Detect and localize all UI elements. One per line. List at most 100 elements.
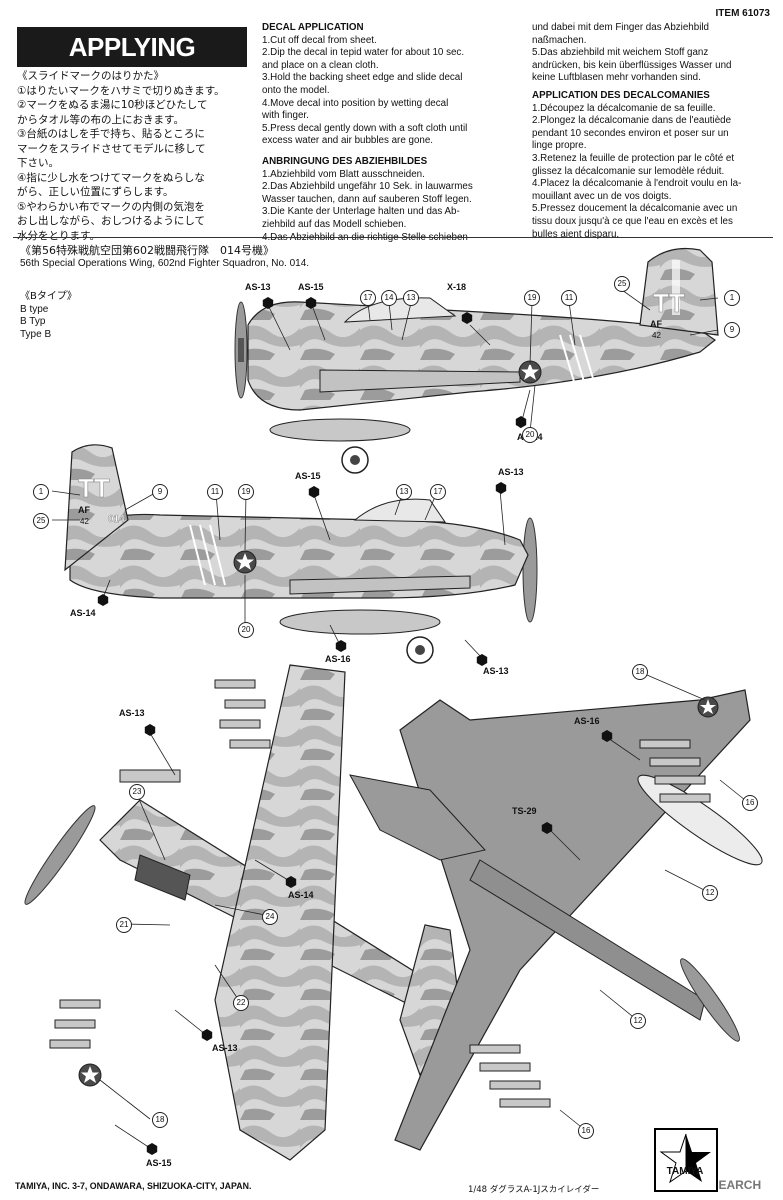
fuselage-number-lower: 014 — [108, 514, 125, 525]
decal-number-14: 14 — [381, 290, 397, 306]
type-label: 《Bタイプ》 B type B Typ Type B — [20, 291, 77, 341]
jp-step-line: マークをスライドさせてモデルに移して — [17, 142, 206, 155]
jp-step-line: おし出しながら、おしつけるようにして — [17, 215, 206, 227]
propeller-blade — [680, 958, 740, 1042]
decal-number-20: 20 — [238, 622, 254, 638]
leader-lines — [51, 289, 746, 1149]
jp-step-line: がら、正しい位置にずらします。 — [17, 186, 174, 198]
decal-number-16: 16 — [742, 795, 758, 811]
cockpit — [134, 854, 191, 901]
decal-number-20: 20 — [522, 427, 538, 443]
decal-number-9: 9 — [152, 484, 168, 500]
footer-address: TAMIYA, INC. 3-7, ONDAWARA, SHIZUOKA-CIT… — [15, 1181, 252, 1191]
callout-as14: AS-14 — [288, 890, 314, 900]
callout-as13: AS-13 — [498, 467, 524, 477]
de-line: Wasser tauchen, dann auf sauberen Stoff … — [262, 193, 472, 205]
fr-heading: APPLICATION DES DECALCOMANIES — [532, 89, 710, 101]
drop-tank — [269, 418, 411, 442]
decal-number-11: 11 — [207, 484, 223, 500]
decal-number-9: 9 — [724, 322, 740, 338]
hex-marker-icon — [308, 486, 320, 498]
de-line: und dabei mit dem Finger das Abziehbild — [532, 22, 709, 33]
fr-line: bulles aient disparu. — [532, 228, 620, 240]
callout-as14: AS-14 — [70, 608, 96, 618]
en-line: excess water and air bubbles are gone. — [262, 135, 434, 147]
fr-line: 5.Pressez doucement la décalcomanie avec… — [532, 203, 738, 215]
fr-line: mouillant avec un de vos doigts. — [532, 190, 672, 202]
callout-as16: AS-16 — [325, 654, 351, 664]
section-divider — [13, 237, 773, 238]
en-line: 1.Cut off decal from sheet. — [262, 34, 377, 46]
de-heading: ANBRINGUNG DES ABZIEHBILDES — [262, 155, 428, 167]
jp-step-line: からタオル等の布の上におきます。 — [17, 113, 184, 126]
hex-marker-icon — [285, 876, 297, 888]
en-line: and place on a clean cloth. — [262, 59, 379, 71]
unit-title-en: 56th Special Operations Wing, 602nd Figh… — [20, 258, 310, 269]
decal-number-22: 22 — [233, 995, 249, 1011]
fr-line: 1.Découpez la décalcomanie de sa feuille… — [532, 102, 716, 114]
wing — [289, 575, 471, 595]
callout-x18: X-18 — [447, 282, 467, 292]
af-text-top: AF — [650, 319, 662, 329]
propeller-blade — [24, 805, 96, 905]
side-view-left-facing — [234, 247, 719, 474]
callout-as13: AS-13 — [212, 1043, 238, 1053]
hex-marker-icon — [495, 482, 507, 494]
callout-as15: AS-15 — [295, 471, 321, 481]
ordnance — [469, 739, 711, 1108]
jp-step-line: ⑤やわらかい布でマークの内側の気泡を — [17, 200, 205, 213]
de-line: 1.Abziehbild vom Blatt ausschneiden. — [262, 168, 425, 180]
fr-line: tissu doux jusqu'à ce que l'eau en excès… — [532, 215, 733, 227]
fuselage — [469, 859, 706, 1021]
tail-code-lower: TT — [78, 473, 110, 503]
unit-title-jp: 《第56特殊戦航空団第602戦闘飛行隊 014号機》 — [20, 244, 274, 257]
decal-number-13: 13 — [396, 484, 412, 500]
callout-as15: AS-15 — [298, 282, 324, 292]
en-line: onto the model. — [262, 84, 330, 96]
applying-decals-banner: APPLYING DECALS — [17, 27, 247, 102]
plan-view-underside — [349, 689, 763, 1151]
vertical-tail — [64, 444, 129, 572]
decal-number-25: 25 — [614, 276, 630, 292]
callout-as13: AS-13 — [119, 708, 145, 718]
decal-number-12: 12 — [702, 885, 718, 901]
af-text-lower: AF — [78, 505, 90, 515]
jp-step-line: ③台紙のはしを手で持ち、貼るところに — [17, 128, 205, 140]
de-fr-instructions: und dabei mit dem Finger das Abziehbild … — [532, 22, 777, 241]
decal-number-1: 1 — [724, 290, 740, 306]
hex-marker-icon — [144, 724, 156, 736]
hex-marker-icon — [601, 730, 613, 742]
hex-marker-icon — [146, 1143, 158, 1155]
jp-step-line: ②マークをぬるま湯に10秒ほどひたして — [17, 99, 208, 111]
propeller-blade — [522, 517, 538, 623]
footer-product-line: 1/48 ダグラスA-1Jスカイレイダー — [468, 1185, 600, 1195]
hex-marker-icon — [476, 654, 488, 666]
de-line: 2.Das Abziehbild ungefähr 10 Sek. in lau… — [262, 181, 473, 193]
hex-marker-icon — [541, 822, 553, 834]
fr-line: glissez la décalcomanie sur lemodèle réd… — [532, 165, 725, 177]
decal-number-17: 17 — [360, 290, 376, 306]
callout-as13: AS-13 — [483, 666, 509, 676]
spinner — [238, 338, 244, 362]
type-label-line: B Typ — [20, 316, 46, 327]
side-view-right-facing — [64, 444, 538, 664]
en-line: 4.Move decal into position by wetting de… — [262, 97, 449, 109]
jp-instructions: 《スライドマークのはりかた》 ①はりたいマークをハサミで切りぬきます。 ②マーク… — [17, 69, 257, 243]
fuselage-stripes — [559, 334, 596, 386]
fr-line: 3.Retenez la feuille de protection par l… — [532, 152, 735, 164]
decal-number-16: 16 — [578, 1123, 594, 1139]
hex-marker-icon — [515, 416, 527, 428]
callout-ts29: TS-29 — [512, 806, 537, 816]
horizontal-tail — [349, 774, 486, 861]
decal-number-19: 19 — [238, 484, 254, 500]
en-line: 2.Dip the decal in tepid water for about… — [262, 47, 465, 59]
jp-heading: 《スライドマークのはりかた》 — [17, 70, 164, 82]
decal-number-17: 17 — [430, 484, 446, 500]
de-line: naßmachen. — [532, 34, 587, 46]
main-wing — [214, 664, 346, 1161]
number-42-lower: 42 — [80, 517, 89, 526]
star-logo-icon — [656, 1130, 716, 1190]
de-line: andrücken, bis kein überflüssiges Wasser… — [532, 59, 732, 71]
jp-step-line: 水分をとります。 — [17, 229, 100, 242]
fuselage-stripes — [189, 524, 226, 586]
